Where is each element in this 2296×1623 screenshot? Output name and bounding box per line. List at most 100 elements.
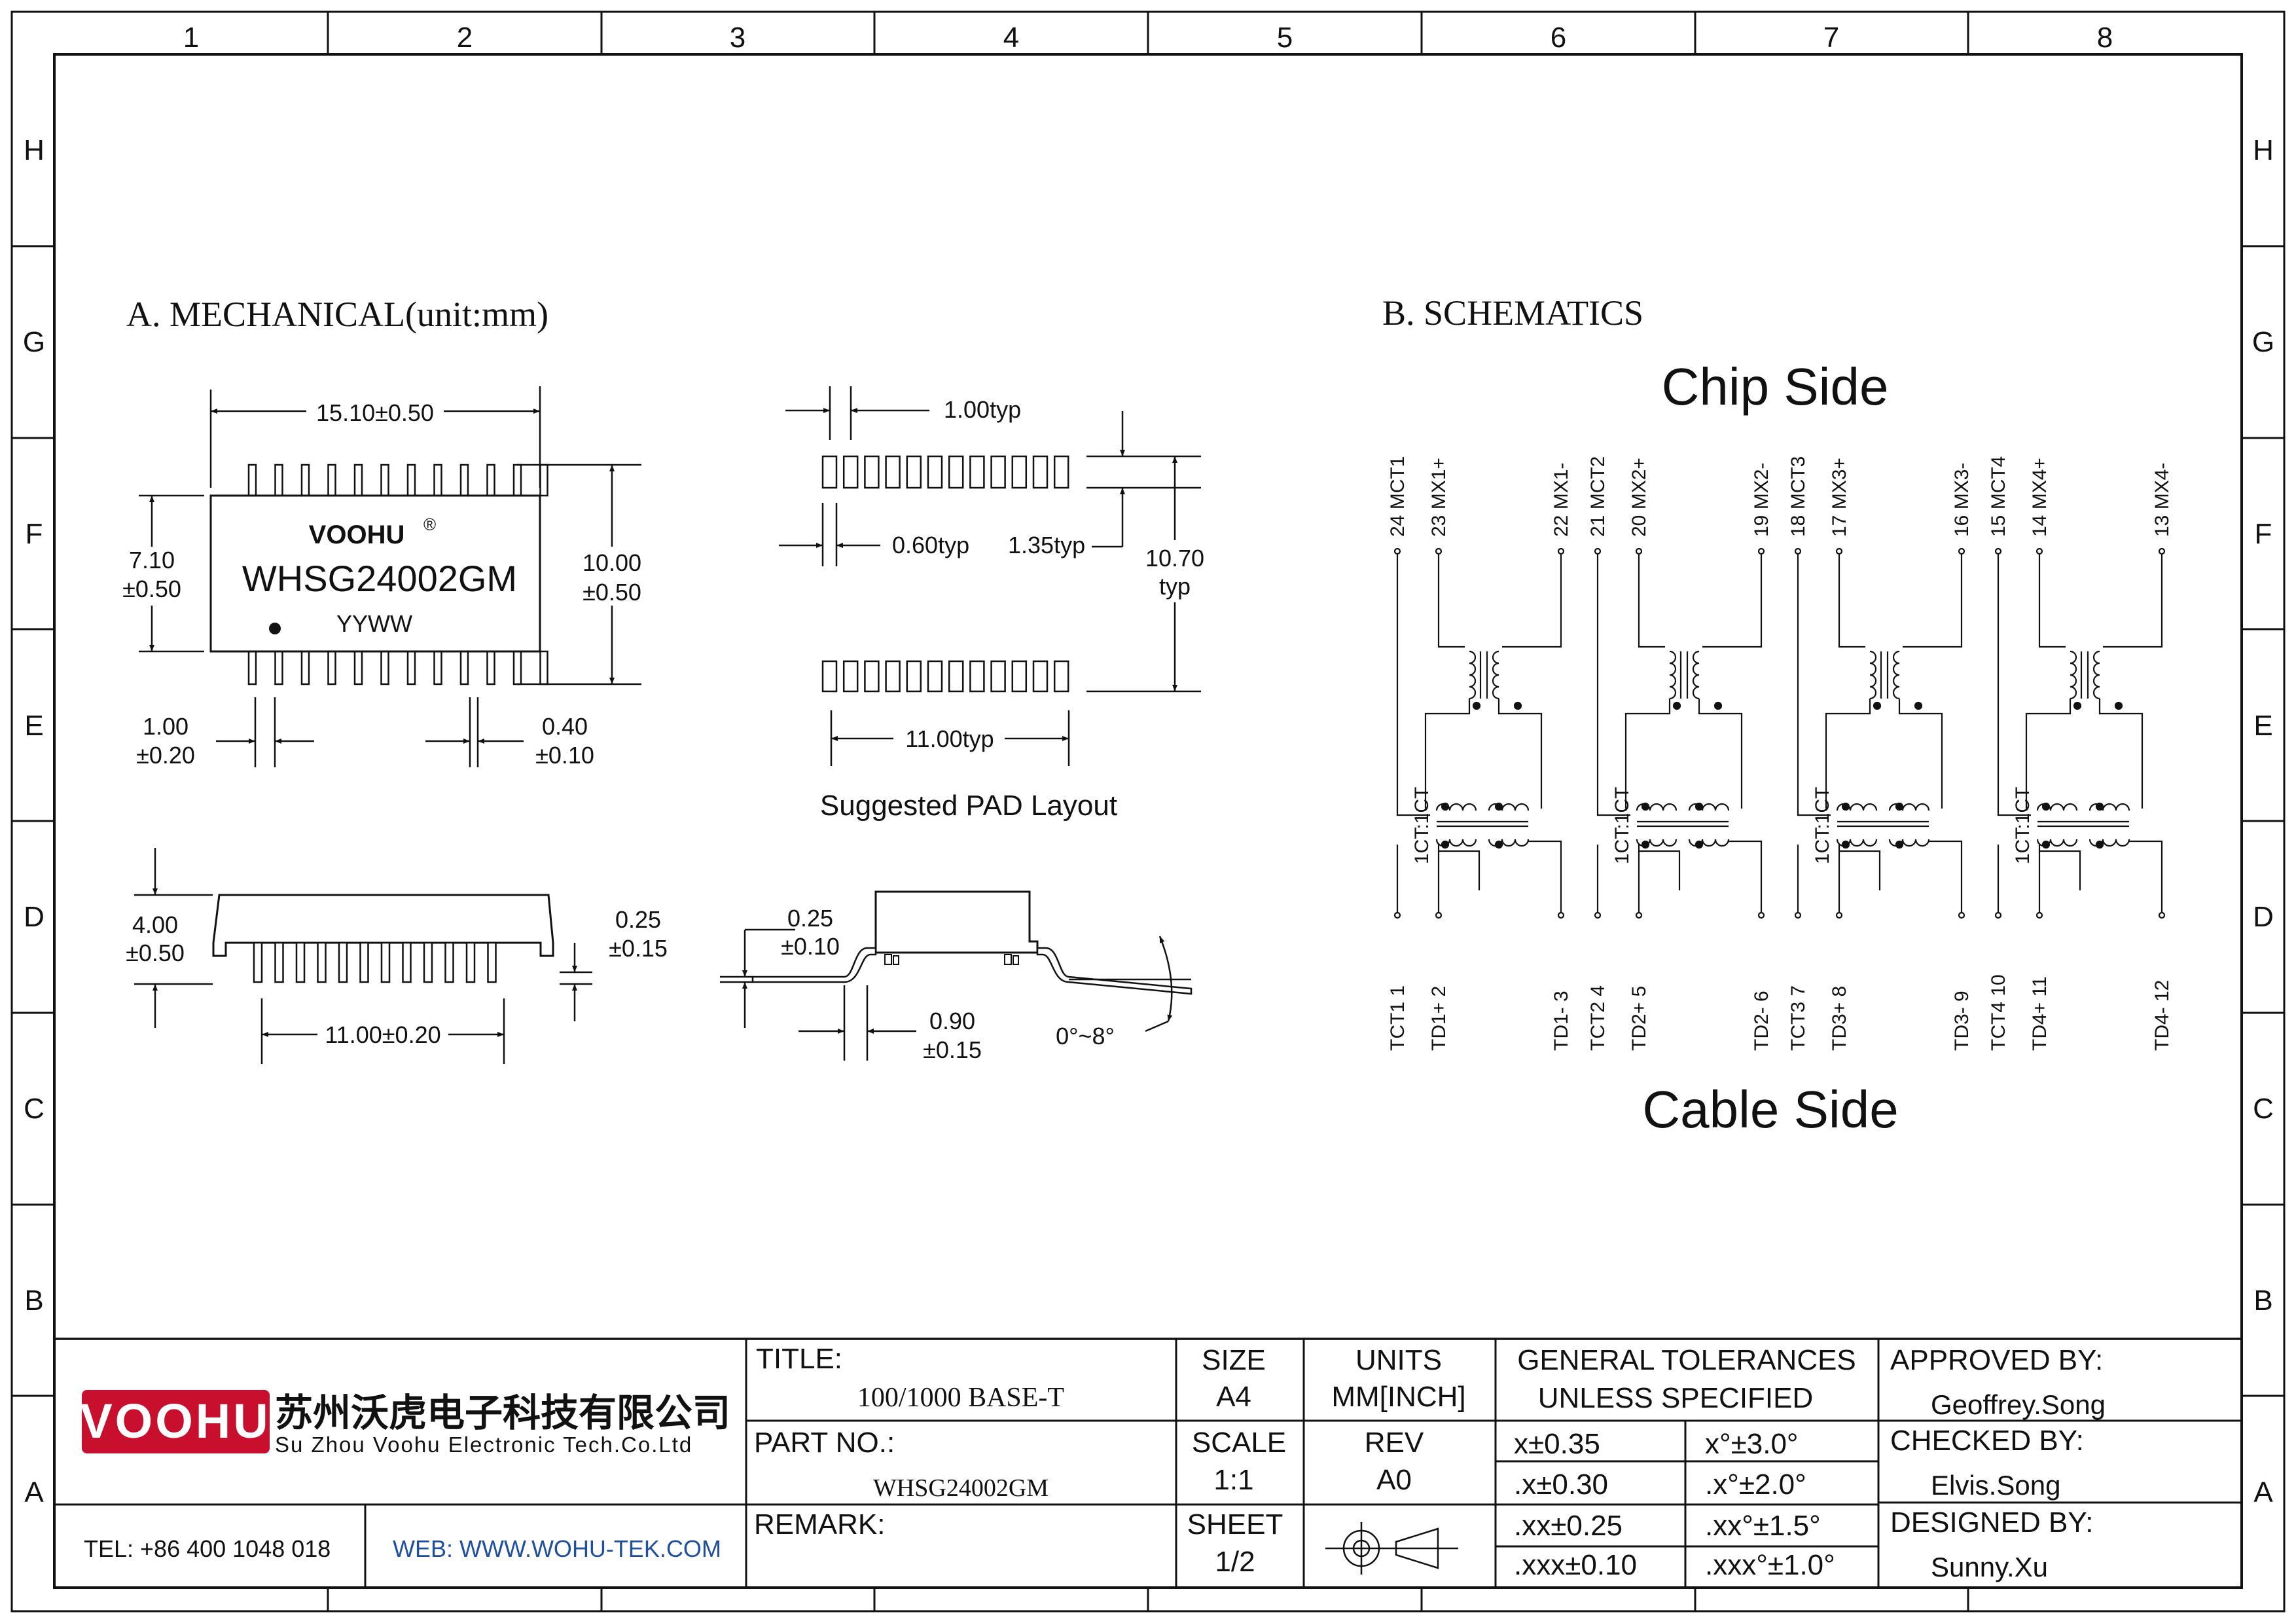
column-label: 5	[1277, 22, 1293, 54]
dim-pad-span-typ: typ	[1159, 573, 1191, 600]
pin-label-bottom: TD3- 9	[1951, 991, 1973, 1051]
pad	[948, 455, 964, 489]
pin-label-top: 15 MCT4	[1988, 456, 2009, 537]
units-value: MM[INCH]	[1331, 1381, 1465, 1413]
dim-lead-thickness-tol: ±0.10	[781, 933, 840, 960]
tolerance-angular: x°±3.0°	[1705, 1428, 1799, 1460]
chip-side-label: Chip Side	[1662, 357, 1889, 416]
pad	[906, 455, 922, 489]
top-leads-upper	[247, 464, 548, 497]
row-label-right: B	[2253, 1285, 2272, 1317]
lead	[512, 464, 522, 497]
row-label-left: H	[24, 134, 45, 166]
dim-lead-angle: 0°~8°	[1056, 1023, 1115, 1049]
row-label-left: B	[24, 1285, 43, 1317]
lead	[539, 650, 548, 685]
column-label: 3	[730, 22, 745, 54]
tolerance-linear: .xx±0.25	[1514, 1510, 1623, 1542]
row-label-right: A	[2253, 1476, 2273, 1508]
lead	[247, 464, 257, 497]
web-link[interactable]: WEB: WWW.WOHU-TEK.COM	[393, 1535, 721, 1562]
pin-label-top: 20 MX2+	[1628, 458, 1650, 537]
pin-label-bottom: TD2- 6	[1751, 991, 1772, 1051]
projection-symbol	[1325, 1522, 1458, 1575]
dim-pad-row: 11.00typ	[905, 725, 994, 752]
zone-ticks	[12, 12, 2284, 1611]
rev-value: A0	[1376, 1464, 1412, 1496]
ratio-label: 1CT:1CT	[1812, 787, 1833, 864]
pin-label-bottom: TCT4 10	[1988, 974, 2009, 1051]
pad	[842, 660, 859, 693]
lead-side	[380, 941, 391, 983]
dim-pad-span: 10.70	[1145, 545, 1204, 572]
pin-label-top: 22 MX1-	[1551, 463, 1572, 537]
lead	[274, 650, 283, 685]
dim-pad-length: 1.35typ	[1008, 532, 1085, 558]
approved-value: Geoffrey.Song	[1931, 1389, 2106, 1420]
dim-side-row: 11.00±0.20	[325, 1021, 440, 1048]
schematics-heading: B. SCHEMATICS	[1382, 293, 1643, 333]
lead-side	[359, 941, 369, 983]
pad-layout: 1.00typ 0.60typ 1.35typ 10.70 typ 11.00t…	[779, 386, 1208, 822]
pad	[885, 660, 901, 693]
dim-foot: 0.90	[929, 1008, 975, 1034]
row-label-left: A	[24, 1476, 44, 1508]
package-body-side	[212, 894, 554, 957]
row-label-right: F	[2255, 518, 2272, 550]
company-name-en: Su Zhou Voohu Electronic Tech.Co.Ltd	[275, 1432, 692, 1457]
mechanical-heading: A. MECHANICAL(unit:mm)	[126, 295, 548, 334]
tolerance-label: GENERAL TOLERANCES	[1517, 1344, 1856, 1376]
lead	[300, 650, 310, 685]
lead-side	[487, 941, 497, 983]
lead-side	[274, 941, 284, 983]
pin-label-top: 19 MX2-	[1751, 463, 1772, 537]
ratio-label: 1CT:1CT	[1411, 787, 1433, 864]
lead	[247, 650, 257, 685]
pad	[1011, 660, 1028, 693]
lead	[512, 650, 522, 685]
row-label-left: D	[24, 901, 45, 933]
lead	[406, 650, 416, 685]
dim-body-width: 7.10	[129, 547, 175, 574]
row-label-right: H	[2253, 134, 2274, 166]
pad-layout-caption: Suggested PAD Layout	[820, 790, 1117, 822]
row-label-left: C	[24, 1093, 45, 1125]
pad	[948, 660, 964, 693]
part-label: PART NO.:	[754, 1427, 895, 1459]
part-value: WHSG24002GM	[873, 1474, 1049, 1502]
tolerance-angular: .xxx°±1.0°	[1705, 1549, 1835, 1581]
row-label-left: G	[23, 326, 45, 358]
row-label-left: E	[24, 710, 43, 742]
title-value: 100/1000 BASE-T	[857, 1383, 1064, 1413]
tolerance-angular: .xx°±1.5°	[1705, 1510, 1821, 1542]
row-label-left: F	[26, 518, 43, 550]
lead	[433, 650, 442, 685]
size-label: SIZE	[1202, 1344, 1266, 1376]
pin-label-bottom: TD3+ 8	[1829, 986, 1850, 1051]
lead-side	[317, 941, 327, 983]
lead	[433, 464, 442, 497]
lead-side	[253, 941, 263, 983]
pin-label-bottom: TCT3 7	[1787, 985, 1809, 1051]
lead	[380, 650, 389, 685]
lead	[353, 464, 363, 497]
dim-foot-tol: ±0.15	[923, 1036, 982, 1063]
pin-label-top: 21 MCT2	[1587, 456, 1609, 537]
pad	[990, 660, 1006, 693]
top-leads-lower	[247, 650, 548, 685]
lead	[459, 464, 469, 497]
sheet-value: 1/2	[1215, 1546, 1255, 1578]
lead	[380, 464, 389, 497]
pad	[927, 660, 943, 693]
dim-pad-pitch: 1.00typ	[944, 396, 1021, 423]
pads-lower	[821, 660, 1069, 693]
pin-label-bottom: TD4+ 11	[2029, 976, 2051, 1051]
column-label: 7	[1823, 22, 1839, 54]
sheet-label: SHEET	[1187, 1508, 1283, 1541]
dim-lead: 0.40	[542, 713, 588, 740]
tolerance-label-2: UNLESS SPECIFIED	[1538, 1382, 1814, 1414]
